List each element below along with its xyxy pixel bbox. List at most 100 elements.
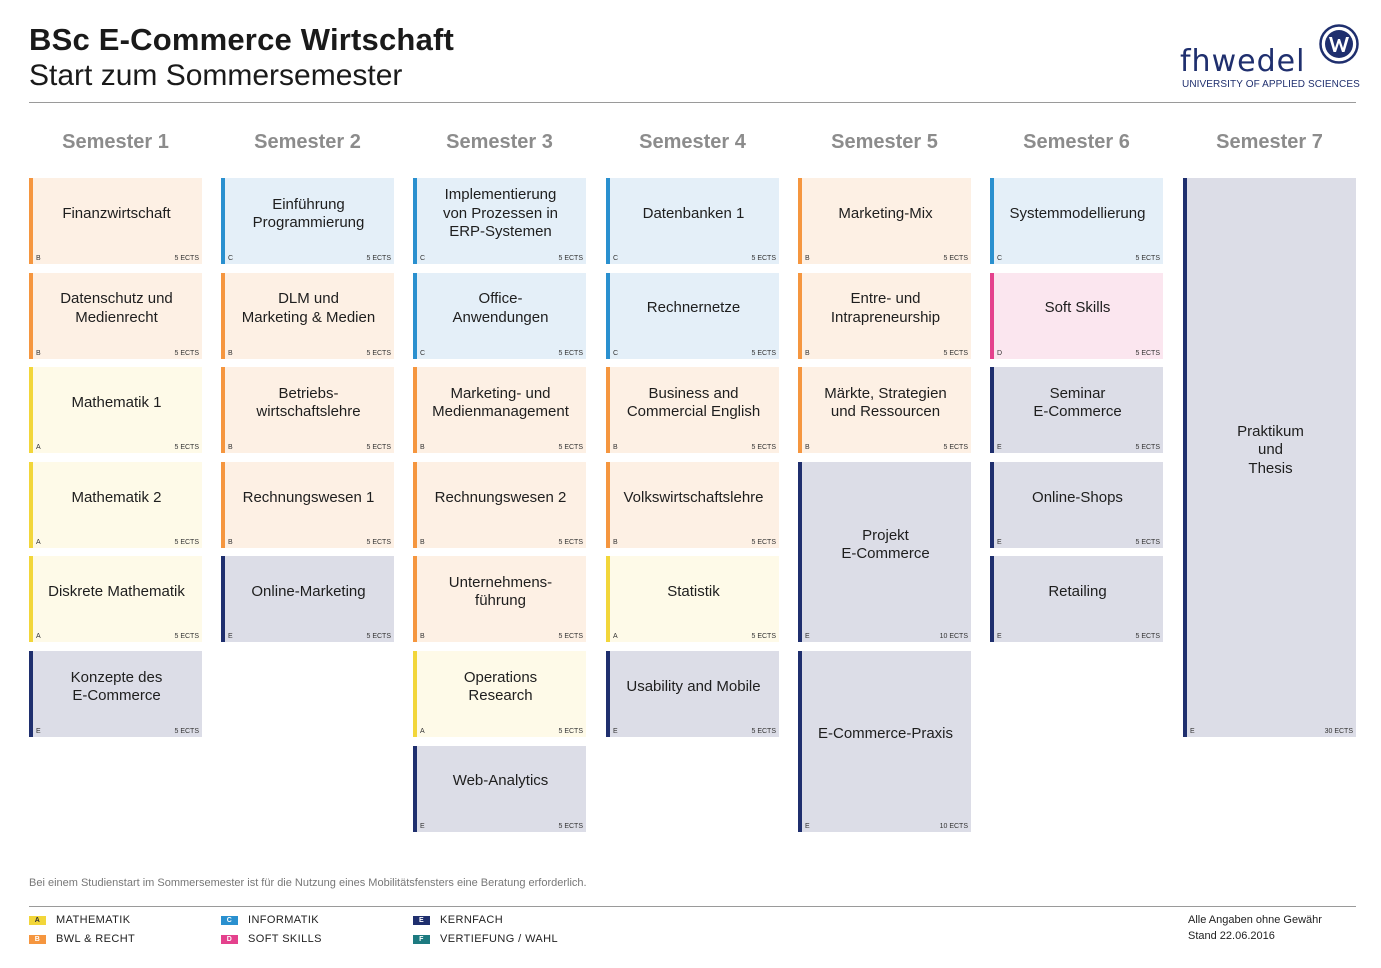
module-name: Business and Commercial English xyxy=(626,384,761,421)
module-category: B xyxy=(420,538,425,546)
module-ects: 5 ECTS xyxy=(1135,633,1160,641)
module-category: D xyxy=(997,349,1003,357)
module-category: B xyxy=(420,444,425,452)
module-name: Einführung Programmierung xyxy=(252,195,365,232)
module-ects: 5 ECTS xyxy=(751,728,776,735)
module-category: E xyxy=(805,822,810,830)
module-name: Mathematik 2 xyxy=(71,488,162,506)
module-category: C xyxy=(420,255,426,262)
header-title: BSc E-Commerce Wirtschaft xyxy=(29,22,455,57)
module-category: B xyxy=(420,633,425,641)
module-name: Office- Anwendungen xyxy=(452,290,549,326)
header-subtitle: Start zum Sommersemester xyxy=(29,59,403,92)
fh-wedel-logo[interactable]: fhwedel UNIVERSITY OF APPLIED SCIENCES xyxy=(1180,22,1360,94)
module-category: A xyxy=(613,633,618,641)
module-category: A xyxy=(36,538,41,546)
module-ects: 5 ECTS xyxy=(558,728,583,735)
module-name: Marketing-Mix xyxy=(838,204,933,222)
module-ects: 5 ECTS xyxy=(558,349,583,357)
module-name: Rechnungswesen 2 xyxy=(434,488,567,506)
module-ects: 5 ECTS xyxy=(1135,255,1160,262)
module-name: Datenschutz und Medienrecht xyxy=(60,290,173,326)
module-ects: 30 ECTS xyxy=(1324,728,1353,735)
module-name: Märkte, Strategien und Ressourcen xyxy=(824,384,947,421)
module-category: E xyxy=(805,633,810,641)
module-category: E xyxy=(1190,728,1195,735)
module-name: Betriebs- wirtschaftslehre xyxy=(256,384,361,421)
legend-label: BWL & RECHT xyxy=(56,933,136,945)
module-name: Online-Marketing xyxy=(251,583,366,601)
module-name: Datenbanken 1 xyxy=(642,204,745,222)
module-ects: 5 ECTS xyxy=(366,633,391,641)
legend-swatch: E xyxy=(413,915,430,925)
legend-item: F VERTIEFUNG / WAHL xyxy=(413,933,558,945)
module-category: E xyxy=(613,728,618,735)
legend-swatch: F xyxy=(413,934,430,944)
revision-date: Stand 22.06.2016 xyxy=(1188,930,1275,942)
module-ects: 5 ECTS xyxy=(943,444,968,452)
module-name: Unternehmens- führung xyxy=(448,573,553,610)
module-ects: 5 ECTS xyxy=(558,822,583,830)
module-name: Seminar E-Commerce xyxy=(1033,384,1122,421)
module-name: Systemmodellierung xyxy=(1009,204,1146,222)
module-category: B xyxy=(805,255,810,262)
semester-header-5: Semester 5 xyxy=(831,131,938,153)
module-category: E xyxy=(997,633,1002,641)
module-category: A xyxy=(36,633,41,641)
module-ects: 5 ECTS xyxy=(751,349,776,357)
semester-header-4: Semester 4 xyxy=(639,131,746,153)
module-card[interactable]: Implementierung von Prozessen in ERP-Sys… xyxy=(413,178,586,264)
module-name: Statistik xyxy=(667,583,720,601)
module-category: C xyxy=(997,255,1003,262)
module-ects: 5 ECTS xyxy=(174,255,199,262)
module-category: C xyxy=(420,349,426,357)
logo-text: fhwedel xyxy=(1180,44,1306,79)
module-category: B xyxy=(613,538,618,546)
legend-label: VERTIEFUNG / WAHL xyxy=(440,933,559,945)
module-name: Projekt E-Commerce xyxy=(841,526,930,563)
module-category: E xyxy=(997,538,1002,546)
mobility-note: Bei einem Studienstart im Sommersemester… xyxy=(29,877,587,889)
module-ects: 10 ECTS xyxy=(939,822,968,830)
disclaimer-text: Alle Angaben ohne Gewähr xyxy=(1188,914,1322,926)
module-name: Web-Analytics xyxy=(452,772,549,790)
module-ects: 5 ECTS xyxy=(751,255,776,262)
semester-header-3: Semester 3 xyxy=(446,131,553,153)
module-name: Implementierung von Prozessen in ERP-Sys… xyxy=(442,186,559,241)
legend-swatch: A xyxy=(29,915,46,925)
